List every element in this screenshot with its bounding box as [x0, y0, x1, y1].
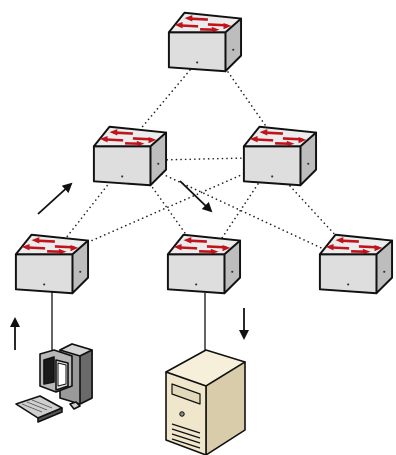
link-midleft-bottomcenter — [149, 183, 191, 241]
switch-bottom-right[interactable] — [318, 233, 394, 295]
link-midright-bottomcenter — [221, 183, 259, 239]
switch-links — [65, 69, 339, 253]
link-midleft-bottomright — [157, 171, 331, 253]
flow-arrow-diag-up — [37, 182, 73, 215]
link-midright-bottomright — [289, 185, 339, 239]
link-midleft-midright — [157, 157, 247, 161]
tower-server-icon[interactable] — [165, 349, 246, 455]
desktop-computer-icon[interactable] — [15, 343, 93, 423]
switch-bottom-center[interactable] — [166, 233, 242, 295]
link-midleft-bottomleft — [65, 181, 111, 239]
switch-mid-right[interactable] — [242, 125, 318, 187]
flow-arrows — [10, 180, 249, 350]
switch-bottom-left[interactable] — [14, 233, 90, 295]
link-top-midleft — [137, 69, 191, 133]
switch-top[interactable] — [167, 11, 243, 73]
switch-mid-left[interactable] — [92, 125, 168, 187]
flow-arrow-diag-down — [179, 180, 213, 213]
link-top-midright — [227, 71, 271, 133]
